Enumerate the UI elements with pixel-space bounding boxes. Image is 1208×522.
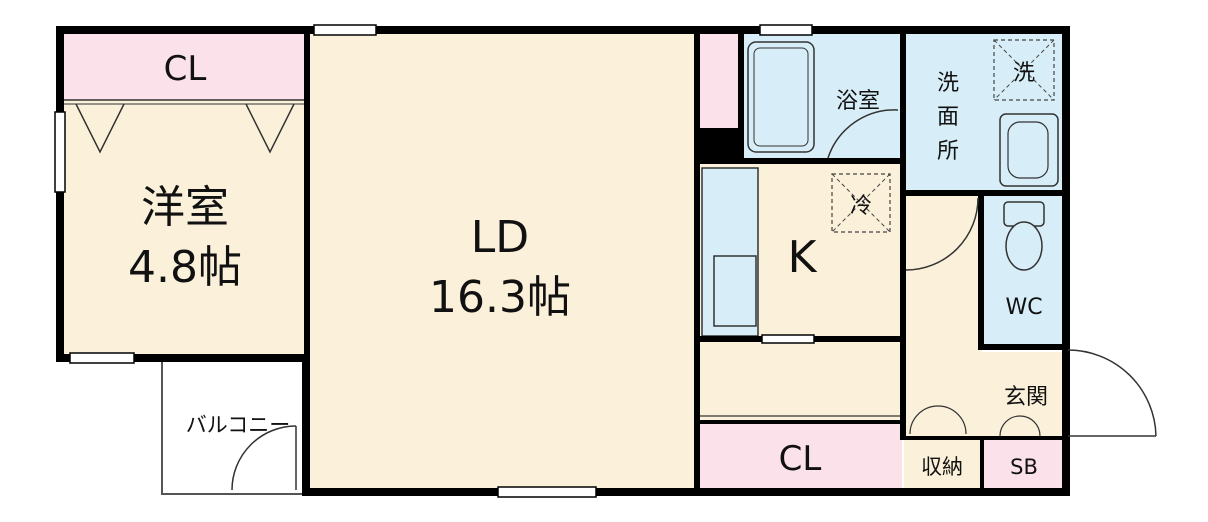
wall-wc-bottom: [978, 344, 1066, 350]
bath-door-arc: [827, 109, 899, 159]
wall-ld-kitchen: [694, 34, 700, 490]
shoebox-floor: [984, 440, 1064, 490]
balcony-door-arc: [231, 425, 297, 491]
bathtub: [747, 41, 815, 153]
western-room-size: 4.8帖: [128, 242, 242, 293]
window-bath-top: [759, 24, 813, 36]
western-closet-floor: [62, 32, 308, 100]
storage-door-arcs: [909, 405, 967, 435]
sink: [713, 255, 757, 327]
washer-area: [993, 39, 1055, 101]
west-closet-door-left: [75, 103, 125, 154]
outer-wall-top: [56, 26, 1070, 34]
bathtub-inner: [753, 47, 809, 147]
shoebox-label: SB: [1010, 455, 1038, 479]
wash-basin: [999, 113, 1059, 187]
wc-label: WC: [1005, 295, 1042, 320]
window-western-bottom: [69, 352, 135, 364]
outer-wall-right: [1062, 26, 1070, 496]
hall-floor: [904, 192, 982, 452]
wall-bath-left: [738, 34, 744, 162]
ld-name: LD: [471, 212, 529, 263]
corridor-floor: [698, 340, 904, 422]
window-ld-top: [313, 24, 377, 36]
bottom-closet-label: CL: [779, 439, 822, 479]
west-closet-door-right: [245, 103, 295, 154]
wall-western-ld: [304, 34, 310, 354]
washroom-label-3: 所: [937, 139, 959, 164]
wall-bath-wash: [900, 34, 906, 440]
entrance-floor: [982, 352, 1064, 436]
outer-wall-left: [56, 26, 64, 362]
ld-size: 16.3帖: [429, 272, 571, 323]
balcony-label: バルコニー: [186, 413, 291, 437]
window-ld-bottom: [497, 486, 597, 498]
toilet-bowl: [1005, 221, 1043, 271]
fridge-area: [831, 173, 891, 233]
western-room-name: 洋室: [141, 182, 229, 233]
wash-door-arc: [905, 197, 979, 271]
wall-pillar: [694, 128, 742, 164]
entrance-label: 玄関: [1004, 385, 1048, 410]
bottom-closet-floor: [700, 424, 902, 488]
window-kitchen-bottom: [761, 334, 815, 344]
wall-wc-left: [978, 192, 984, 348]
bathroom-label: 浴室: [836, 89, 880, 114]
washroom-label-1: 洗: [937, 71, 959, 96]
entrance-door-arc: [1067, 349, 1157, 437]
storage-floor: [904, 440, 980, 490]
washer-cross2: [993, 39, 1055, 101]
storage-label: 収納: [921, 455, 963, 479]
wall-corridor-bottom: [698, 420, 904, 424]
window-western-left: [54, 111, 66, 193]
outer-wall-ld-left: [302, 354, 310, 496]
wall-storage-sb: [980, 436, 984, 490]
fridge-label: 冷: [850, 194, 872, 219]
washroom-label-2: 面: [937, 105, 959, 130]
outer-wall-western-bottom: [56, 354, 308, 362]
shoebox-door-arcs: [999, 415, 1041, 437]
washer-label: 洗: [1013, 61, 1035, 86]
wash-basin-bowl: [1007, 121, 1049, 179]
west-closet-label: CL: [164, 49, 207, 89]
ld-floor: [308, 32, 698, 490]
ld-pink-strip: [698, 32, 740, 130]
balcony-outline: [161, 362, 306, 495]
kitchen-label: K: [788, 232, 818, 283]
outer-wall-bottom: [302, 488, 1070, 496]
wall-bath-bottom: [738, 158, 906, 164]
